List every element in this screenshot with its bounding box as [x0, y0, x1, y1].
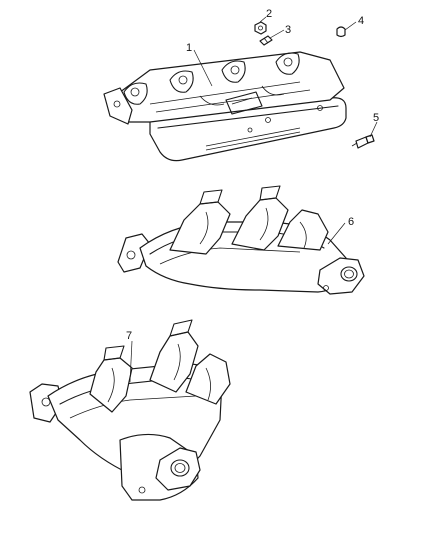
callout-7: 7: [126, 330, 132, 342]
exhaust-manifold-left: [29, 319, 231, 501]
fitting: [351, 134, 375, 149]
callout-6: 6: [348, 216, 354, 228]
callout-labels: 1 2 3 4 5 6 7: [126, 8, 379, 342]
callout-5: 5: [373, 112, 379, 124]
stud: [259, 35, 273, 46]
callout-1: 1: [186, 42, 192, 54]
callout-4: 4: [358, 15, 364, 27]
callout-leaders: [129, 16, 378, 383]
callout-2: 2: [266, 8, 272, 20]
nut: [254, 21, 267, 35]
exhaust-manifold-right: [117, 185, 365, 295]
intake-manifold: [103, 51, 347, 162]
plug: [336, 26, 346, 38]
callout-3: 3: [285, 24, 291, 36]
